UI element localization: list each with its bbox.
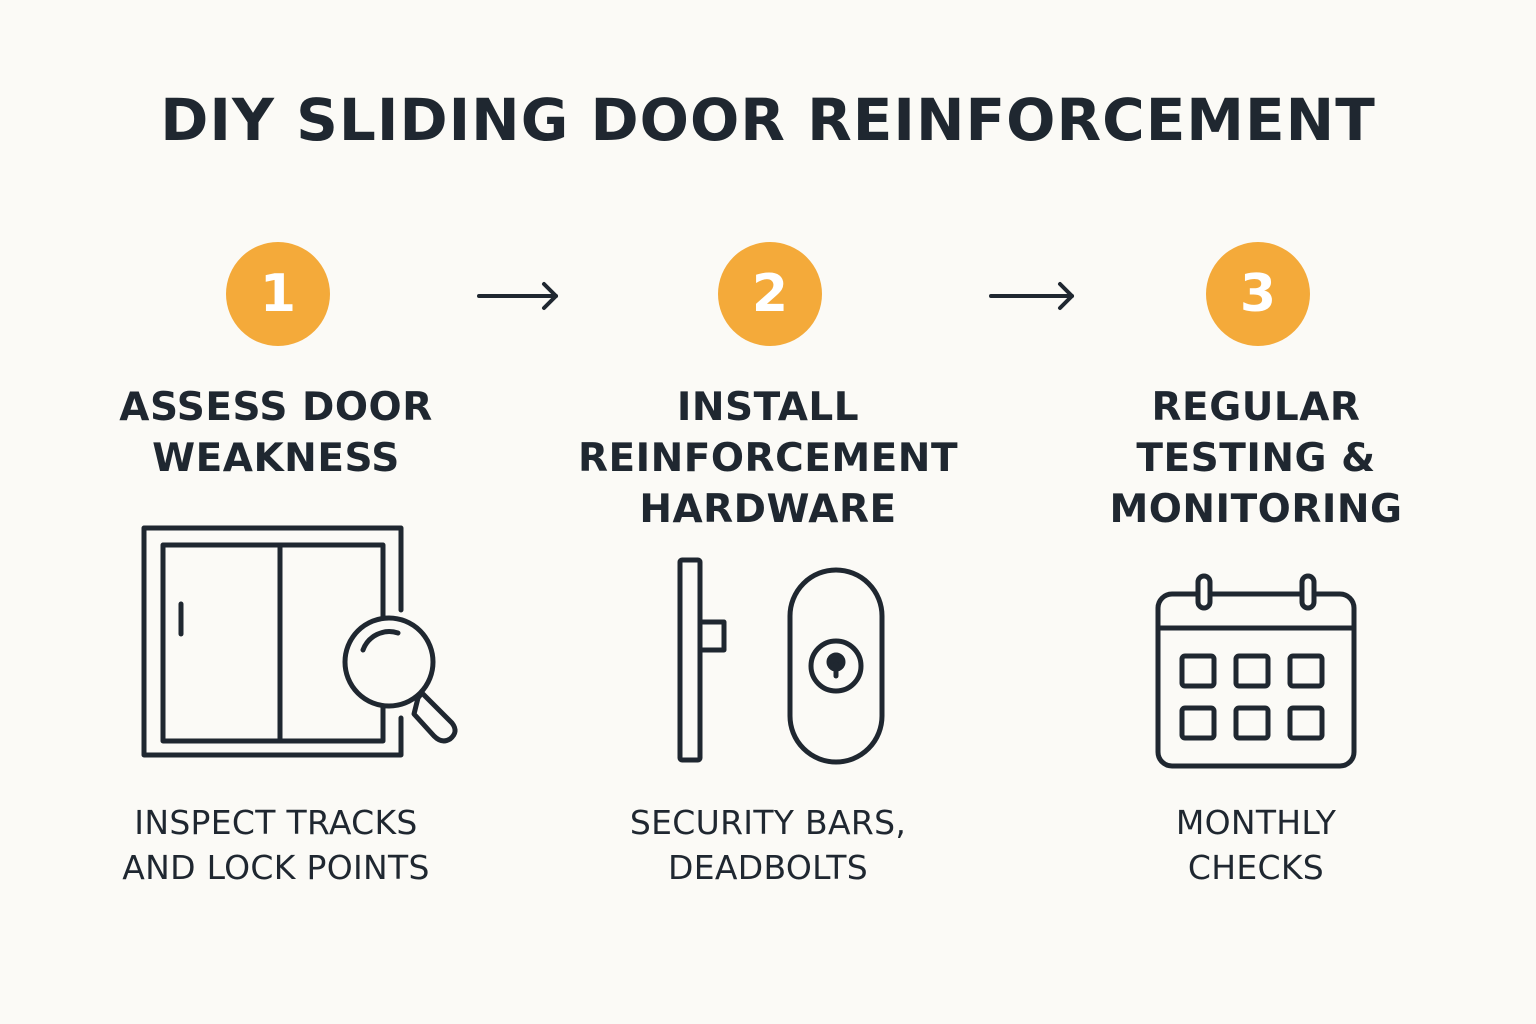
- step-caption-line: INSPECT TRACKS: [134, 803, 418, 842]
- step-heading-line: TESTING &: [1136, 436, 1376, 481]
- step-caption-line: AND LOCK POINTS: [122, 848, 430, 887]
- step-caption-line: DEADBOLTS: [668, 848, 868, 887]
- step-caption: MONTHLY CHECKS: [1056, 800, 1456, 890]
- step-heading-line: INSTALL: [676, 385, 860, 430]
- sliding-door-magnifier-icon: [141, 525, 458, 758]
- step-caption: SECURITY BARS, DEADBOLTS: [568, 800, 968, 890]
- step-heading: ASSESS DOOR WEAKNESS: [76, 382, 476, 484]
- step-number-badge: 3: [1206, 242, 1310, 346]
- step-3: 3 REGULAR TESTING & MONITORING MONTHLY C…: [1056, 240, 1456, 920]
- step-caption-line: CHECKS: [1187, 848, 1325, 887]
- security-bar-deadbolt-icon: [677, 557, 885, 765]
- step-heading: INSTALL REINFORCEMENT HARDWARE: [568, 382, 968, 535]
- step-heading-line: ASSESS DOOR: [119, 385, 433, 430]
- step-caption: INSPECT TRACKS AND LOCK POINTS: [76, 800, 476, 890]
- step-heading-line: WEAKNESS: [152, 436, 400, 481]
- step-heading-line: REGULAR: [1151, 385, 1361, 430]
- step-number-badge: 1: [226, 242, 330, 346]
- step-1: 1 ASSESS DOOR WEAKNESS INSPECT TRACKS AN…: [76, 240, 476, 920]
- step-number-badge: 2: [718, 242, 822, 346]
- page-title: DIY SLIDING DOOR REINFORCEMENT: [160, 86, 1376, 154]
- step-heading-line: REINFORCEMENT: [577, 436, 959, 481]
- step-heading-line: MONITORING: [1109, 487, 1403, 532]
- step-heading-line: HARDWARE: [639, 487, 897, 532]
- step-caption-line: SECURITY BARS,: [629, 803, 907, 842]
- arrow-right-icon: [989, 282, 1074, 310]
- calendar-icon: [1155, 573, 1357, 769]
- step-heading: REGULAR TESTING & MONITORING: [1056, 382, 1456, 535]
- step-2: 2 INSTALL REINFORCEMENT HARDWARE SECURIT…: [568, 240, 968, 920]
- arrow-right-icon: [477, 282, 558, 310]
- step-caption-line: MONTHLY: [1175, 803, 1337, 842]
